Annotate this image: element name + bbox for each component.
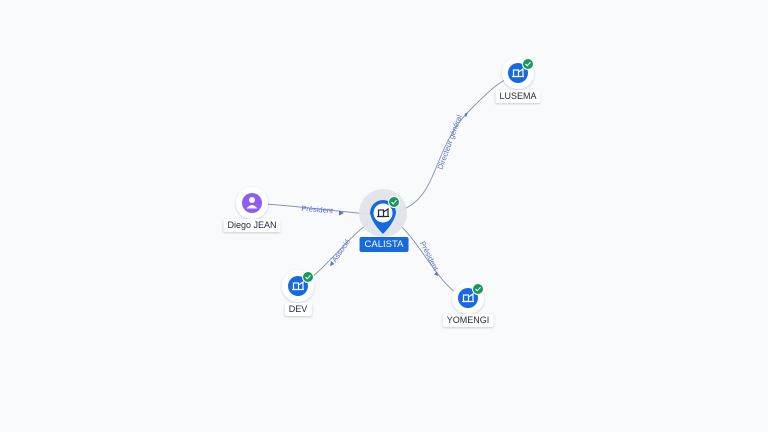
edge-label-center-lusema: Directeur général <box>436 113 464 170</box>
node-label-lusema[interactable]: LUSEMA <box>495 90 541 103</box>
node-diego-jean[interactable] <box>236 187 268 219</box>
building-icon <box>377 207 389 218</box>
node-label-diego-jean[interactable]: Diego JEAN <box>223 219 281 232</box>
verified-check-icon <box>302 271 314 283</box>
node-calista[interactable] <box>359 189 407 237</box>
arrow-center-dev <box>330 261 335 266</box>
edge-arrows <box>330 112 468 276</box>
edge-label-center-dev: Associé <box>330 237 352 264</box>
node-label-calista[interactable]: CALISTA <box>359 237 409 252</box>
node-yomengi[interactable] <box>452 282 484 314</box>
arrow-center-yomengi <box>434 271 438 276</box>
building-icon <box>292 280 304 291</box>
building-icon <box>462 292 474 303</box>
verified-check-icon <box>472 283 484 295</box>
node-dev[interactable] <box>282 270 314 302</box>
arrow-center-lusema <box>464 112 468 118</box>
verified-check-icon <box>388 196 400 208</box>
node-lusema[interactable] <box>502 57 534 89</box>
edges <box>251 73 519 299</box>
edge-center-lusema[interactable] <box>395 73 519 213</box>
arrow-diego-center <box>339 210 344 216</box>
building-icon <box>512 67 524 78</box>
node-label-dev[interactable]: DEV <box>284 303 312 316</box>
verified-check-icon <box>522 58 534 70</box>
edge-label-center-yomengi: Président <box>418 240 441 273</box>
node-label-yomengi[interactable]: YOMENGI <box>442 314 494 327</box>
edge-label-diego-center: Président <box>301 204 334 215</box>
